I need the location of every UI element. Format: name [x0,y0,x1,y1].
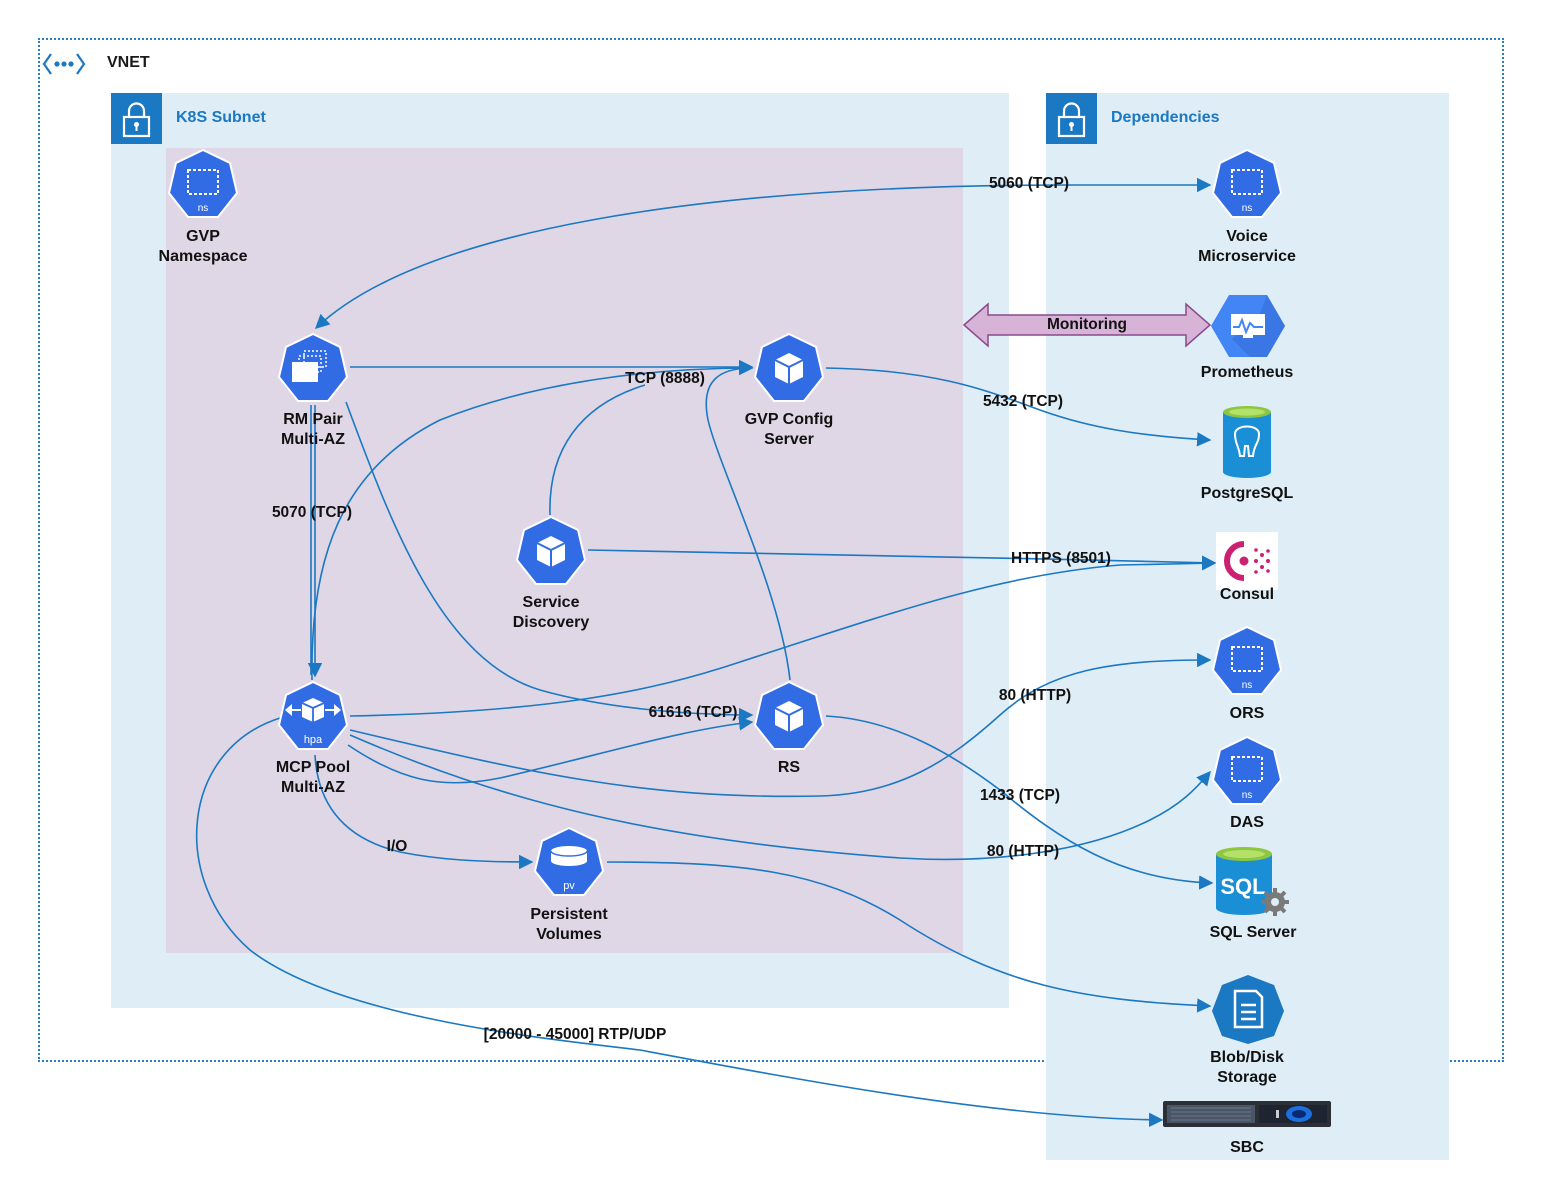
edge-mcp-consul [349,556,1217,717]
mcp-pool-icon: hpa [277,680,349,750]
prometheus-label: Prometheus [1200,364,1294,381]
label-1433: 1433 (TCP) [979,787,1061,804]
edge-rtp [196,717,1164,1128]
vnet-boundary [38,38,1504,1062]
ns-badge: ns [1242,790,1253,801]
gvp-namespace-icon: ns [167,148,239,218]
edge-pv-blob [606,861,1212,1013]
ors-label: ORS [1229,705,1265,722]
das-label: DAS [1230,814,1264,831]
label-das-80: 80 (HTTP) [986,843,1060,860]
das-icon: ns [1211,735,1283,805]
edge-io [314,754,534,870]
vnet-title: VNET [107,54,150,71]
service-discovery-icon [515,515,587,585]
sql-server-label: SQL Server [1209,924,1297,941]
postgresql-label: PostgreSQL [1200,485,1294,502]
label-tcp-8888: TCP (8888) [625,370,705,387]
ns-badge: ns [1242,680,1253,691]
label-5432: 5432 (TCP) [982,393,1064,410]
sql-server-icon: SQL [1216,847,1289,916]
prometheus-icon [1211,295,1285,357]
persistent-volumes-label: Persistent Volumes [530,906,608,943]
postgresql-icon [1223,406,1271,478]
mcp-pool-label: MCP Pool Multi-AZ [275,759,351,796]
sbc-icon [1163,1101,1331,1127]
dependencies-title: Dependencies [1111,109,1220,126]
edge-sd-config [549,384,646,516]
edge-rs-sql [825,715,1214,890]
voice-microservice-label: Voice Microservice [1198,228,1296,265]
rs-label: RS [777,759,801,776]
edge-sd-consul [587,549,1217,570]
consul-icon [1216,532,1278,590]
gvp-config-server-label: GVP Config Server [744,411,834,448]
label-5060: 5060 (TCP) [988,175,1070,192]
ors-icon: ns [1211,625,1283,695]
hpa-badge: hpa [304,734,323,746]
sql-text: SQL [1220,874,1265,899]
label-monitoring: Monitoring [1046,316,1128,333]
edge-mcp-config [311,360,754,681]
rm-pair-label: RM Pair Multi-AZ [281,411,345,448]
ns-badge: ns [1242,203,1253,214]
ns-badge: ns [198,203,209,214]
blob-storage-label: Blob/Disk Storage [1210,1049,1284,1086]
label-rtp: [20000 - 45000] RTP/UDP [483,1026,667,1043]
edge-5432 [825,367,1212,447]
gvp-config-server-icon [753,332,825,402]
dependencies-lock-icon [1046,93,1097,144]
monitoring-arrow [962,302,1212,348]
edge-rm-rs [345,401,754,723]
k8s-subnet-lock-icon [111,93,162,144]
edge-mcp-ors [349,652,1212,798]
label-61616: 61616 (TCP) [648,704,738,721]
edge-mcp-rs [347,716,754,784]
blob-storage-icon [1212,975,1284,1044]
sbc-label: SBC [1230,1139,1264,1156]
edge-mcp-das [349,734,1211,861]
label-io: I/O [386,838,408,855]
gvp-namespace-label: GVP Namespace [158,228,248,265]
voice-microservice-icon: ns [1211,148,1283,218]
label-ors-80: 80 (HTTP) [998,687,1072,704]
label-5070: 5070 (TCP) [271,504,353,521]
persistent-volumes-icon: pv [533,826,605,896]
label-https-8501: HTTPS (8501) [1011,550,1111,567]
vnet-icon [42,53,86,75]
service-discovery-label: Service Discovery [512,594,590,631]
k8s-subnet-title: K8S Subnet [176,109,266,126]
rs-icon [753,680,825,750]
rm-pair-icon [277,332,349,402]
edge-rs-config [705,360,791,681]
pv-badge: pv [563,880,575,892]
consul-label: Consul [1219,586,1275,603]
edge-5060 [314,177,1212,329]
